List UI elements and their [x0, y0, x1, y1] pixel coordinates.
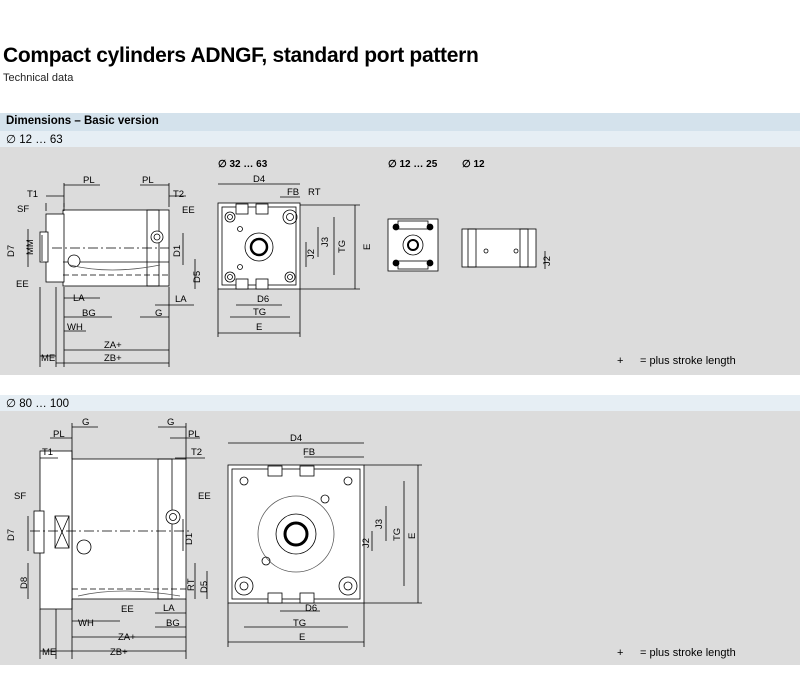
view-label-12-25: ∅ 12 … 25: [388, 159, 438, 170]
dim-j3: J3: [320, 237, 331, 247]
dim-g: G: [155, 308, 162, 319]
dim-rt: RT: [308, 187, 321, 198]
dim-wh: WH: [78, 618, 94, 629]
view-label-32-63: ∅ 32 … 63: [218, 159, 268, 170]
dim-tg-vertical: TG: [392, 528, 403, 541]
dim-tg: TG: [293, 618, 306, 629]
dim-g-right: G: [167, 417, 174, 428]
drawing-panel-12-63: T1 PL PL T2 SF EE D7 MM D1 D5 EE LA LA B…: [0, 147, 800, 375]
dim-d8: D8: [19, 577, 30, 589]
dim-pl-left: PL: [83, 175, 95, 186]
dim-d5: D5: [192, 271, 203, 283]
dim-d1: D1: [184, 533, 195, 545]
note-plus: +: [617, 355, 623, 367]
dim-la-left: LA: [73, 293, 85, 304]
dim-j2: J2: [361, 538, 372, 548]
dim-mm: MM: [25, 239, 36, 255]
dim-d1: D1: [172, 245, 183, 257]
dim-d6: D6: [257, 294, 269, 305]
dim-la: LA: [163, 603, 175, 614]
dim-sf: SF: [14, 491, 26, 502]
range-header-80-100: ∅ 80 … 100: [0, 395, 800, 411]
dim-ee-bottom: EE: [121, 604, 134, 615]
dim-t1: T1: [27, 189, 38, 200]
dim-t2: T2: [191, 447, 202, 458]
dim-g-left: G: [82, 417, 89, 428]
dim-d4: D4: [290, 433, 302, 444]
dim-e-vertical: E: [407, 533, 418, 539]
dim-za: ZA+: [104, 340, 122, 351]
dim-fb: FB: [303, 447, 315, 458]
dim-rt: RT: [186, 578, 197, 591]
dim-bg: BG: [82, 308, 96, 319]
dim-e-vertical: E: [362, 244, 373, 250]
page-title: Compact cylinders ADNGF, standard port p…: [3, 44, 479, 67]
view-label-12: ∅ 12: [462, 159, 485, 170]
section-header: Dimensions – Basic version: [0, 113, 800, 131]
dim-me: ME: [41, 353, 55, 364]
dim-ee-top: EE: [198, 491, 211, 502]
dim-t1: T1: [42, 447, 53, 458]
dim-fb: FB: [287, 187, 299, 198]
drawing-panel-80-100: G G PL PL T1 T2 SF EE D7 D1 D8 RT D5 EE …: [0, 411, 800, 665]
note-plus: +: [617, 647, 623, 659]
dim-zb: ZB+: [110, 647, 128, 658]
technical-drawing-12-63: T1 PL PL T2 SF EE D7 MM D1 D5 EE LA LA B…: [6, 159, 736, 367]
page-subtitle: Technical data: [3, 72, 74, 84]
technical-drawing-80-100: G G PL PL T1 T2 SF EE D7 D1 D8 RT D5 EE …: [6, 417, 736, 659]
dim-d4: D4: [253, 174, 265, 185]
dim-tg-vertical: TG: [337, 240, 348, 253]
dim-tg: TG: [253, 307, 266, 318]
dim-pl-left: PL: [53, 429, 65, 440]
dim-za: ZA+: [118, 632, 136, 643]
dim-ee-top: EE: [182, 205, 195, 216]
dim-me: ME: [42, 647, 56, 658]
dim-pl-right: PL: [142, 175, 154, 186]
range-header-12-63: ∅ 12 … 63: [0, 131, 800, 147]
dim-bg: BG: [166, 618, 180, 629]
dim-d5: D5: [199, 581, 210, 593]
dim-d7: D7: [6, 245, 17, 257]
dim-d6: D6: [305, 603, 317, 614]
dim-zb: ZB+: [104, 353, 122, 364]
dim-wh: WH: [67, 322, 83, 333]
dim-e: E: [299, 632, 305, 643]
dim-d7: D7: [6, 529, 17, 541]
dim-e: E: [256, 322, 262, 333]
section-heading: Dimensions – Basic version: [6, 115, 159, 127]
dim-la-right: LA: [175, 294, 187, 305]
dim-sf: SF: [17, 204, 29, 215]
dim-j2: J2: [306, 249, 317, 259]
dim-j3: J3: [374, 519, 385, 529]
note-text: = plus stroke length: [640, 647, 736, 659]
dim-ee-bottom: EE: [16, 279, 29, 290]
dim-t2: T2: [173, 189, 184, 200]
note-text: = plus stroke length: [640, 355, 736, 367]
dim-j2-small: J2: [542, 256, 553, 266]
range-label: ∅ 12 … 63: [6, 134, 63, 146]
range-label: ∅ 80 … 100: [6, 398, 70, 410]
dim-pl-right: PL: [188, 429, 200, 440]
